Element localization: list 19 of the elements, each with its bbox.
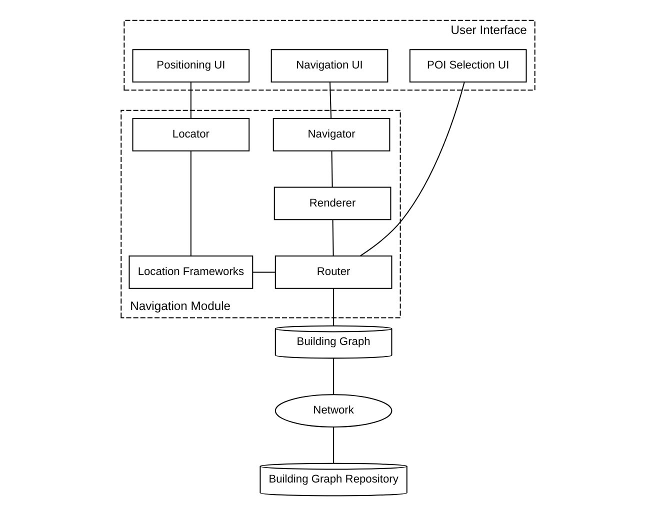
node-box: Locator [132,118,250,152]
node-box: Positioning UI [132,49,250,83]
connector [329,82,332,118]
node-box: Renderer [274,186,392,220]
node-box: Router [274,256,392,289]
connector [333,427,334,464]
node-box: POI Selection UI [409,49,527,83]
connector [190,150,192,256]
connector [331,151,333,188]
connector [333,358,334,394]
node-box: Location Frameworks [128,256,254,289]
node-ellipse: Network [274,394,392,428]
connector [190,82,192,118]
connector [252,272,276,273]
node-box: Navigation UI [270,49,388,83]
connector [360,82,465,256]
connector [332,220,334,256]
node-box: Navigator [272,118,390,152]
connector [333,288,334,326]
